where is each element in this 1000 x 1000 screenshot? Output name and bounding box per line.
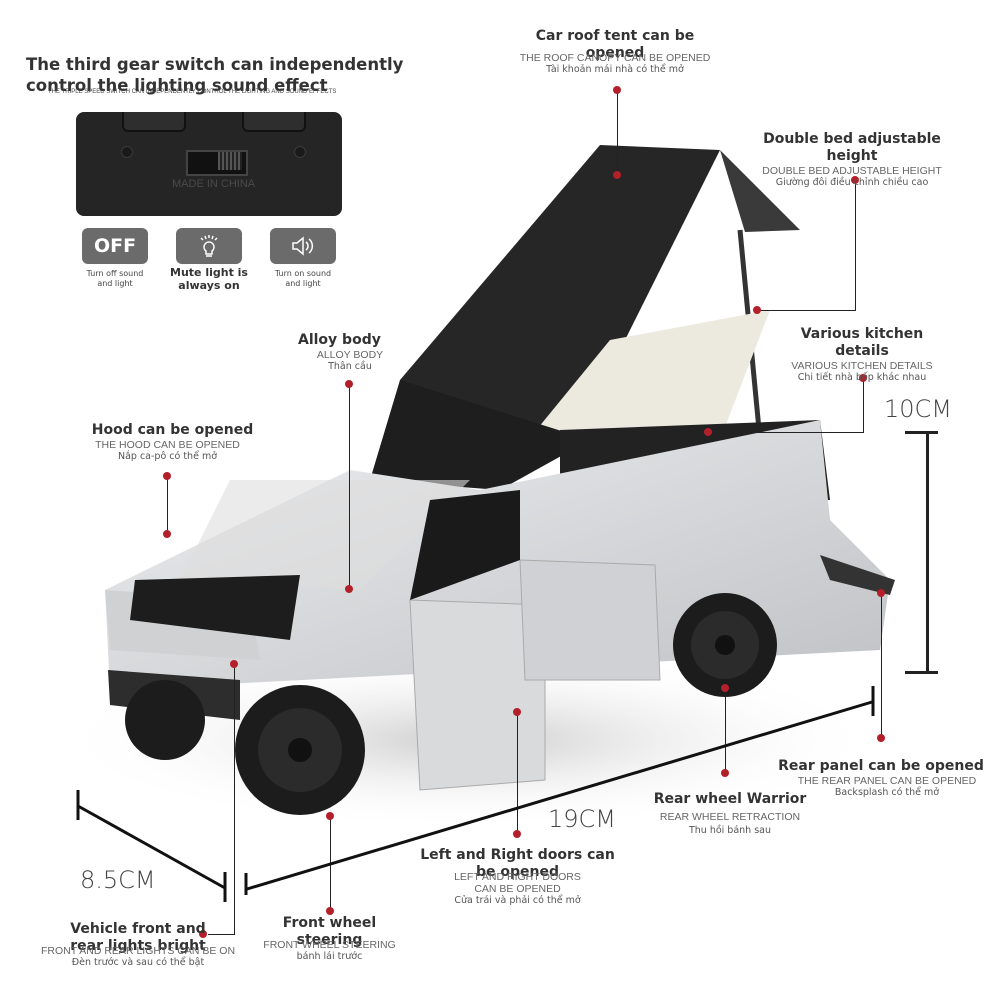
lights-dot bbox=[230, 660, 238, 668]
made-in-china-stamp: MADE IN CHINA bbox=[172, 178, 256, 190]
kitchen-dot bbox=[859, 374, 867, 382]
callout-roof-tent: Car roof tent can be opened THE ROOF CAN… bbox=[519, 28, 711, 75]
steering-dot bbox=[326, 812, 334, 820]
mode-off-button: OFF bbox=[82, 228, 148, 264]
callout-steering: Front wheel steering FRONT WHEEL STEERIN… bbox=[263, 915, 396, 962]
height-dimension-line bbox=[926, 432, 929, 672]
roof-tent-dot bbox=[613, 86, 621, 94]
width-dimension-line bbox=[77, 804, 226, 890]
doors-dot bbox=[513, 708, 521, 716]
double-bed-dot bbox=[851, 176, 859, 184]
speaker-icon bbox=[292, 236, 314, 256]
mode-sound-button bbox=[270, 228, 336, 264]
callout-rear-panel: Rear panel can be opened THE REAR PANEL … bbox=[778, 758, 984, 798]
header-subtitle: THE TRIPLE SPEED SWITCH CAN INDEPENDENTL… bbox=[48, 89, 337, 95]
header-title: The third gear switch can independently … bbox=[26, 55, 404, 95]
rear-panel-dot bbox=[877, 589, 885, 597]
alloy-body-dot bbox=[345, 380, 353, 388]
width-dimension-label: 8.5CM bbox=[80, 866, 156, 894]
callout-double-bed: Double bed adjustable height DOUBLE BED … bbox=[762, 131, 942, 188]
callout-lights: Vehicle front and rear lights bright FRO… bbox=[40, 921, 236, 968]
light-bulb-icon bbox=[200, 235, 218, 257]
off-text-icon: OFF bbox=[93, 235, 137, 257]
mode-sound-caption: Turn on sound and light bbox=[274, 269, 332, 288]
hood-dot bbox=[163, 472, 171, 480]
rear-wheel-dot bbox=[721, 684, 729, 692]
mode-light-button bbox=[176, 228, 242, 264]
callout-kitchen: Various kitchen details VARIOUS KITCHEN … bbox=[791, 326, 933, 383]
height-dimension-label: 10CM bbox=[884, 395, 953, 423]
callout-alloy-body: Alloy body ALLOY BODY Thân cầu bbox=[298, 332, 384, 372]
callout-doors: Left and Right doors can be opened LEFT … bbox=[420, 847, 615, 906]
length-dimension-label: 19CM bbox=[548, 805, 617, 833]
callout-rear-wheel: Rear wheel Warrior REAR WHEEL RETRACTION… bbox=[653, 791, 807, 836]
mode-off-caption: Turn off sound and light bbox=[86, 269, 144, 288]
mode-light-caption: Mute light is always on bbox=[170, 266, 248, 292]
switch-panel-photo: MADE IN CHINA bbox=[76, 112, 342, 216]
callout-hood: Hood can be opened THE HOOD CAN BE OPENE… bbox=[91, 422, 254, 462]
